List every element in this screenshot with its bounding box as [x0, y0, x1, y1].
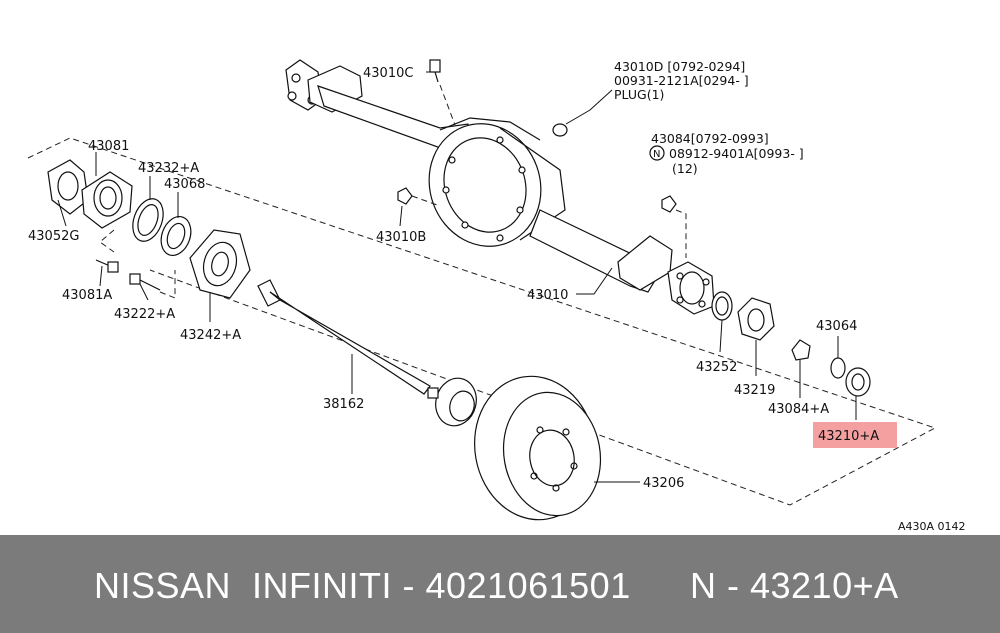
label-43010d-1: 43010D [0792-0294]: [614, 59, 745, 74]
label-43084a: 43084+A: [768, 402, 829, 417]
highlight-43210: [813, 422, 897, 448]
label-43081: 43081: [88, 139, 129, 154]
label-43052g: 43052G: [28, 229, 79, 244]
label-43084-2: 08912-9401A[0993- ]: [669, 146, 804, 161]
label-43010d-2: 00931-2121A[0294- ]: [614, 73, 749, 88]
label-43084-3: (12): [672, 161, 698, 176]
backing-plate-43242: [189, 229, 251, 299]
nut-43084: [661, 195, 677, 213]
gasket-43219: [737, 297, 775, 341]
label-43232: 43232+A: [138, 161, 199, 176]
part-number-banner: NISSAN INFINITI - 4021061501 N - 43210+A: [0, 535, 1000, 633]
retainer-43081: [81, 171, 133, 229]
label-43206: 43206: [643, 476, 684, 491]
washer-43064: [830, 357, 846, 379]
axle-shaft-38162: [257, 279, 477, 427]
label-43010d-3: PLUG(1): [614, 87, 664, 102]
label-43210: 43210+A: [818, 429, 879, 444]
diagram-reference: A430A 0142: [898, 520, 966, 533]
axle-housing: [285, 59, 715, 315]
bearing-43068: [160, 216, 192, 256]
bolt-43081a: [95, 259, 119, 273]
label-43242: 43242+A: [180, 328, 241, 343]
gasket-43052g: [47, 159, 89, 215]
label-43010b: 43010B: [376, 230, 426, 245]
label-43219: 43219: [734, 383, 775, 398]
diagram-part-code: N - 43210+A: [690, 565, 899, 606]
label-43084-1: 43084[0792-0993]: [651, 131, 769, 146]
seal-43232: [132, 198, 164, 242]
label-38162: 38162: [323, 397, 364, 412]
parts-diagram: 43010C 43010D [0792-0294] 00931-2121A[02…: [27, 59, 966, 533]
label-43068: 43068: [164, 177, 205, 192]
nut-43010b: [397, 187, 413, 205]
leader-lines: [57, 71, 857, 483]
brand-and-number: NISSAN INFINITI - 4021061501: [94, 565, 631, 606]
label-43252: 43252: [696, 360, 737, 375]
bearing-43210: [845, 367, 871, 397]
bolt-43222: [129, 270, 176, 299]
seal-43252: [711, 291, 733, 321]
label-43010c: 43010C: [363, 66, 413, 81]
label-43084-n: N: [653, 149, 660, 160]
label-43064: 43064: [816, 319, 857, 334]
label-43010: 43010: [527, 288, 568, 303]
brake-drum-43206: [474, 375, 602, 521]
bolt-43010c: [429, 59, 456, 126]
label-43222: 43222+A: [114, 307, 175, 322]
label-43081a: 43081A: [62, 288, 112, 303]
plug-43010d: [552, 123, 568, 137]
nut-43084a: [791, 339, 811, 361]
